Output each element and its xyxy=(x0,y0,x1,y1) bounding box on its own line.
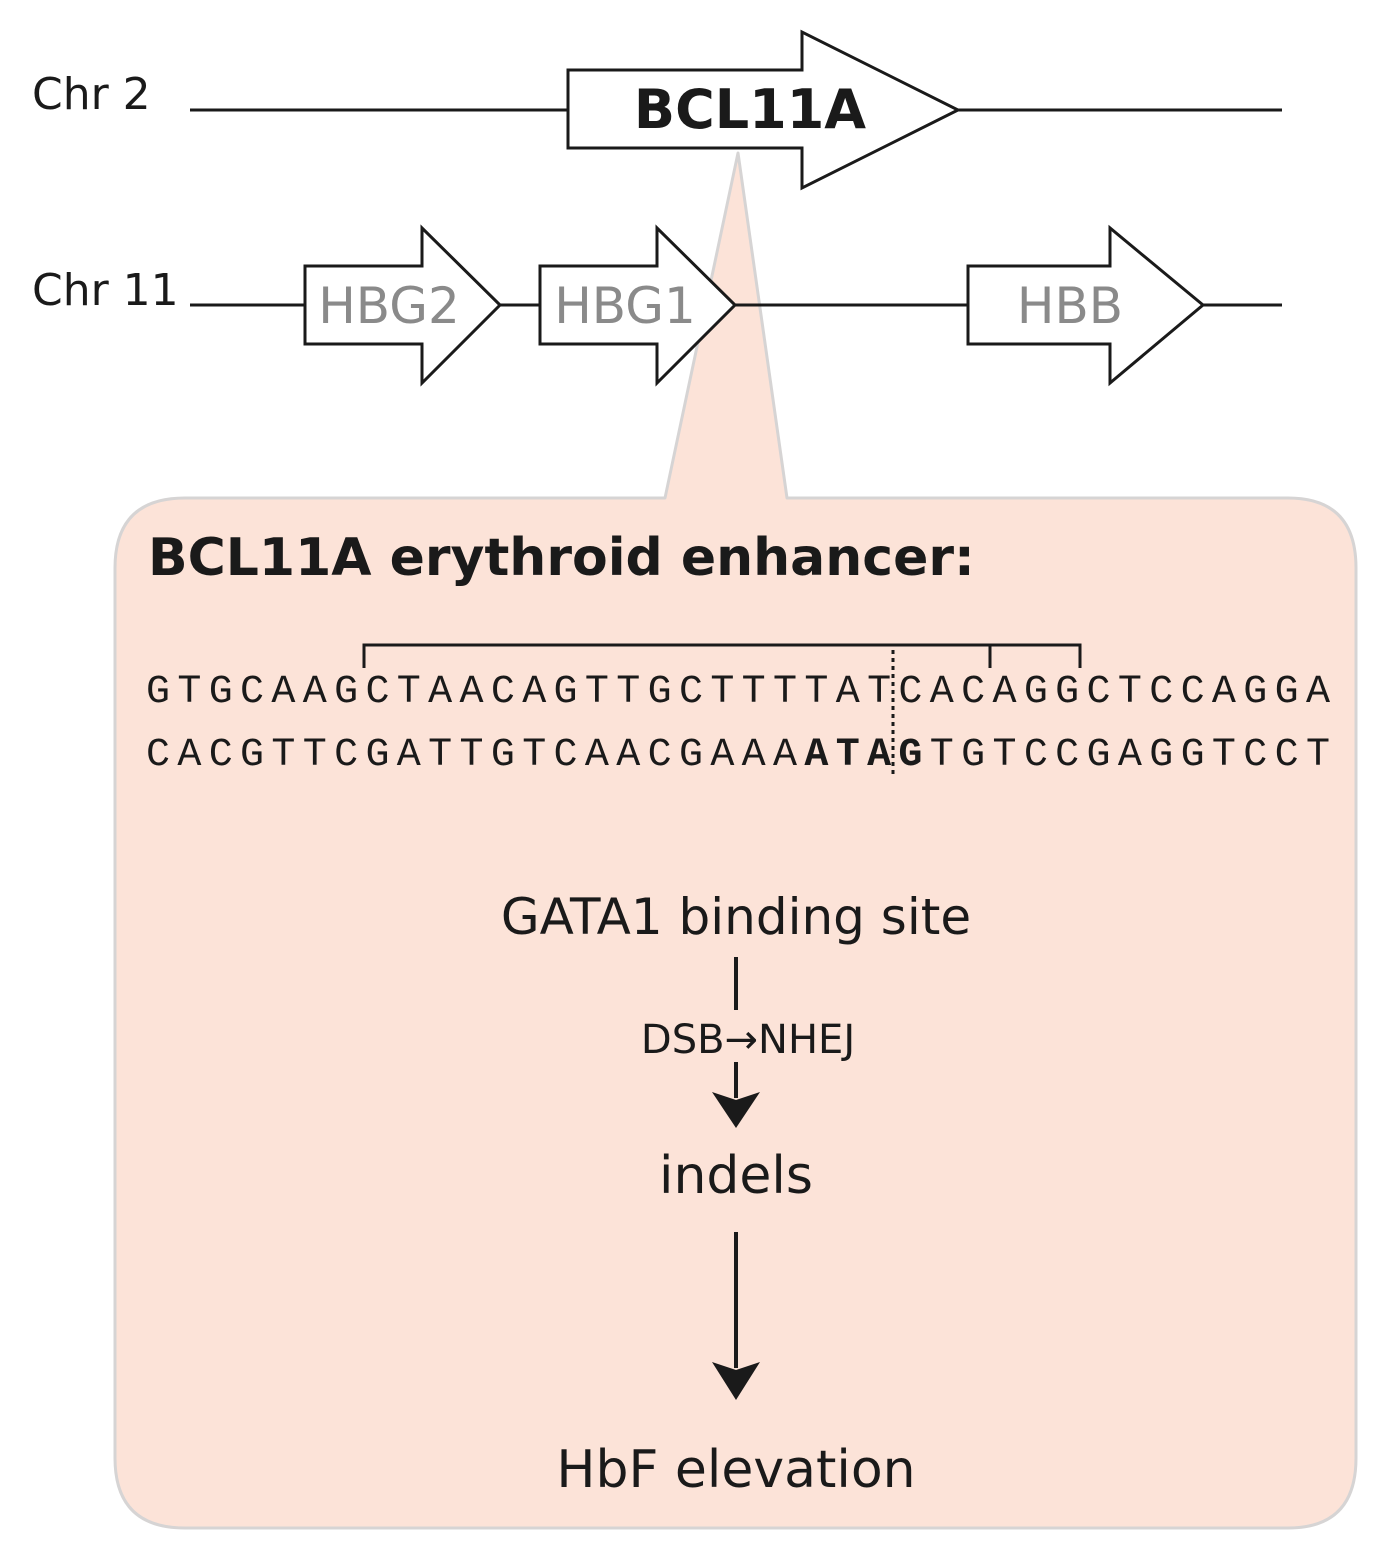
hbg2-gene-arrow xyxy=(303,224,503,387)
protospacer-bracket xyxy=(362,643,1082,668)
hbg1-gene-label: HBG1 xyxy=(554,277,696,335)
enhancer-title: BCL11A erythroid enhancer: xyxy=(148,528,975,588)
bcl11a-gene-label: BCL11A xyxy=(634,78,866,141)
hbg2-gene-label: HBG2 xyxy=(318,277,460,335)
chr2-label: Chr 2 xyxy=(32,69,151,120)
chr11-label: Chr 11 xyxy=(32,265,179,316)
dsb-nhej-label: DSB→NHEJ xyxy=(641,1017,855,1063)
flow-arrowhead-2 xyxy=(712,1362,760,1400)
bottom-strand-part2: TGTCCGAGGTCCT xyxy=(930,733,1330,778)
top-strand-part2: CTAACAGTTGCTTTTAT xyxy=(365,670,891,715)
hbg1-gene-arrow xyxy=(538,224,738,387)
bcl11a-gene-arrow xyxy=(566,29,962,191)
gata1-binding-site-label: GATA1 binding site xyxy=(501,888,971,946)
flow-arrowhead-1 xyxy=(712,1092,760,1128)
hbf-elevation-label: HbF elevation xyxy=(556,1440,915,1500)
indels-label: indels xyxy=(659,1146,813,1206)
hbb-gene-label: HBB xyxy=(1017,277,1123,335)
bottom-strand-part1: CACGTTCGATTGTCAACGAAA xyxy=(146,733,797,778)
top-strand-part1: GTGCAAG xyxy=(146,670,358,715)
enhancer-callout xyxy=(113,151,1358,1530)
hbb-gene-arrow xyxy=(966,224,1206,387)
